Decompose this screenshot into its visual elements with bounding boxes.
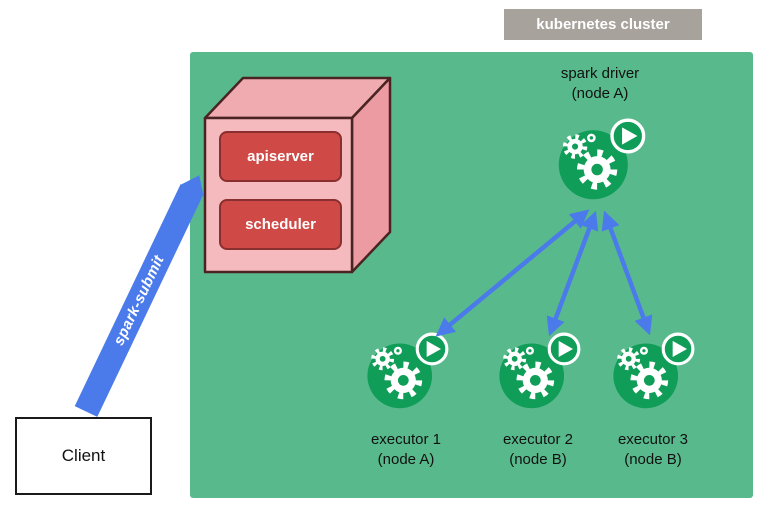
spark-driver-icon: [553, 116, 647, 202]
executor-3-icon: [608, 330, 696, 411]
client-label: Client: [61, 446, 106, 465]
spark-submit-arrow: spark-submit: [74, 169, 211, 417]
executor-3-name: executor 3: [617, 431, 689, 448]
apiserver-label: apiserver: [247, 148, 314, 165]
kubernetes-cluster-label: kubernetes cluster: [504, 9, 702, 40]
executor-1-node: (node A): [377, 451, 435, 468]
executor-2-icon: [494, 330, 582, 411]
spark-driver-node: (node A): [571, 85, 629, 102]
executor-2-node: (node B): [509, 451, 567, 468]
executor-1-name: executor 1: [370, 431, 442, 448]
client-box: Client: [15, 417, 152, 495]
executor-2-label: executor 2 (node B): [453, 430, 623, 470]
spark-driver-label: spark driver (node A): [515, 64, 685, 104]
spark-submit-label: spark-submit: [110, 252, 168, 349]
scheduler-box: scheduler: [219, 199, 342, 250]
executor-3-node: (node B): [624, 451, 682, 468]
executor-1-label: executor 1 (node A): [321, 430, 491, 470]
spark-driver-name: spark driver: [560, 65, 640, 82]
scheduler-label: scheduler: [245, 216, 316, 233]
executor-3-label: executor 3 (node B): [568, 430, 738, 470]
executor-2-name: executor 2: [502, 431, 574, 448]
apiserver-box: apiserver: [219, 131, 342, 182]
executor-1-icon: [362, 330, 450, 411]
